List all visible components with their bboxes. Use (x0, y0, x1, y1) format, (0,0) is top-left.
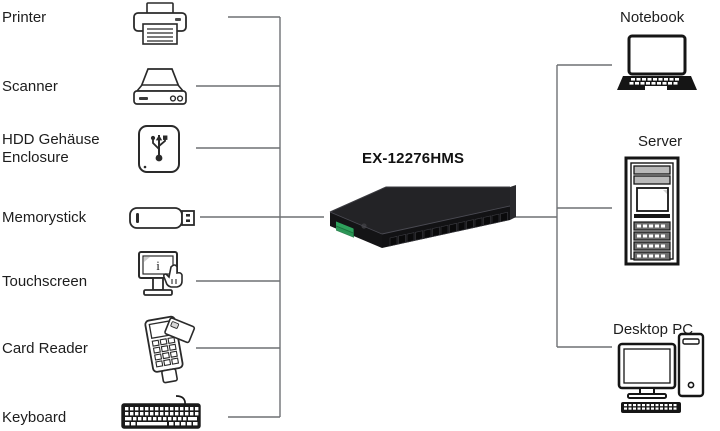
device-label-notebook: Notebook (620, 9, 685, 26)
keyboard-icon (120, 394, 206, 430)
card-reader-icon (136, 315, 202, 384)
device-label-card-reader: Card Reader (2, 340, 88, 357)
device-label-server: Server (638, 133, 683, 150)
device-label-memorystick: Memorystick (2, 209, 87, 226)
device-label-desktop-pc: Desktop PC (613, 321, 694, 338)
hdd-enclosure-icon (133, 124, 185, 174)
svg-text:i: i (156, 258, 160, 273)
device-label-scanner: Scanner (2, 78, 58, 95)
desktop-pc-icon (613, 330, 707, 416)
hub-model-label: EX-12276HMS (362, 150, 465, 167)
usb-hub-19inch-rack-icon (320, 176, 518, 252)
server-rack-icon (622, 156, 684, 266)
device-label-touchscreen: Touchscreen (2, 273, 88, 290)
scanner-icon (128, 66, 192, 108)
device-label-keyboard: Keyboard (2, 409, 67, 426)
printer-icon (128, 2, 192, 46)
touchscreen-icon: i (133, 250, 195, 302)
device-label-printer: Printer (2, 9, 47, 26)
notebook-icon (615, 34, 697, 96)
device-label-hdd-enclosure: HDD Gehäuse Enclosure (2, 131, 100, 166)
usb-stick-icon (128, 203, 198, 233)
